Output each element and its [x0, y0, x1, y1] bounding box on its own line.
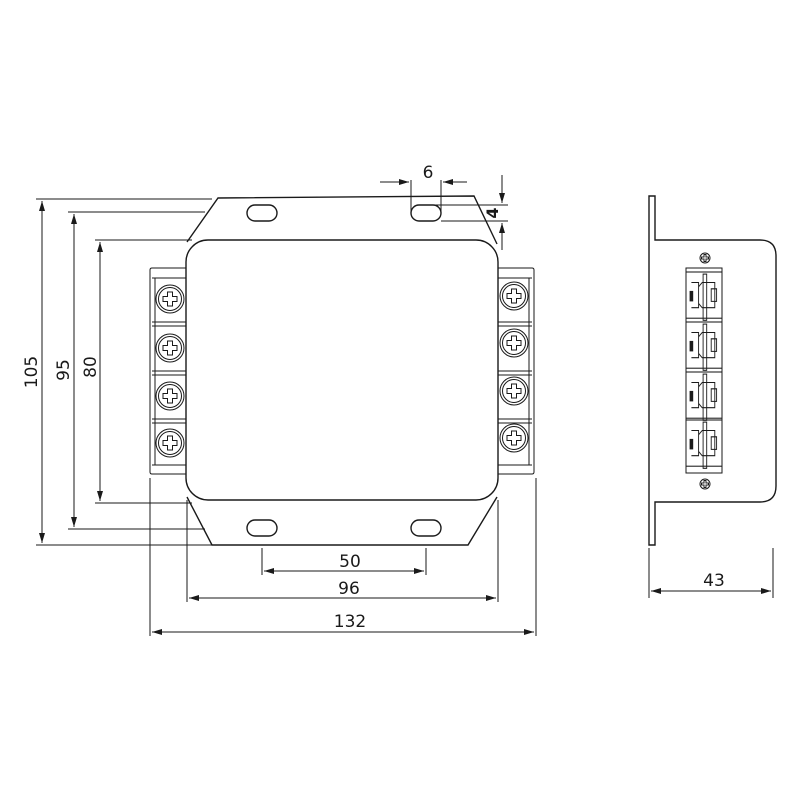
side-screw-icon — [699, 252, 711, 264]
side-screw-icon — [699, 478, 711, 490]
dim-label-hole-spacing: 50 — [339, 552, 361, 572]
terminal-screw-icon — [155, 381, 185, 411]
dim-label-overall-height: 105 — [22, 356, 42, 388]
vertical-dimensions — [36, 198, 212, 546]
mounting-flange-top — [186, 195, 498, 245]
side-mounting-plate — [648, 195, 777, 546]
side-terminal-icon — [685, 321, 723, 371]
dim-label-slot-height: 4 — [483, 207, 502, 218]
side-terminal-block — [685, 267, 723, 474]
dim-label-body-width: 96 — [338, 579, 360, 599]
mounting-slot — [246, 204, 278, 222]
depth-dimension — [648, 548, 774, 598]
terminal-screw-icon — [499, 423, 529, 453]
terminal-screw-icon — [499, 328, 529, 358]
dim-label-depth: 43 — [703, 571, 725, 591]
mounting-slot — [410, 204, 442, 222]
front-view — [36, 175, 537, 636]
terminal-screw-icon — [155, 284, 185, 314]
terminal-block-left — [149, 267, 186, 475]
dim-label-body-height: 80 — [81, 356, 101, 378]
dim-label-flange-height: 95 — [54, 359, 74, 381]
dim-label-overall-width: 132 — [334, 612, 366, 632]
mounting-slot — [246, 519, 278, 537]
mounting-slot — [410, 519, 442, 537]
side-terminal-icon — [685, 271, 723, 321]
horizontal-dimensions — [149, 478, 537, 636]
terminal-block-right — [498, 267, 535, 475]
slot-dimensions — [380, 175, 508, 250]
side-terminal-icon — [685, 371, 723, 421]
mounting-flange-bottom — [186, 496, 498, 546]
side-terminal-icon — [685, 419, 723, 469]
terminal-screw-icon — [499, 281, 529, 311]
side-view — [648, 195, 777, 598]
terminal-screw-icon — [155, 333, 185, 363]
terminal-screw-icon — [155, 428, 185, 458]
filter-body — [185, 239, 499, 501]
dim-label-slot-width: 6 — [423, 163, 434, 183]
terminal-screw-icon — [499, 376, 529, 406]
